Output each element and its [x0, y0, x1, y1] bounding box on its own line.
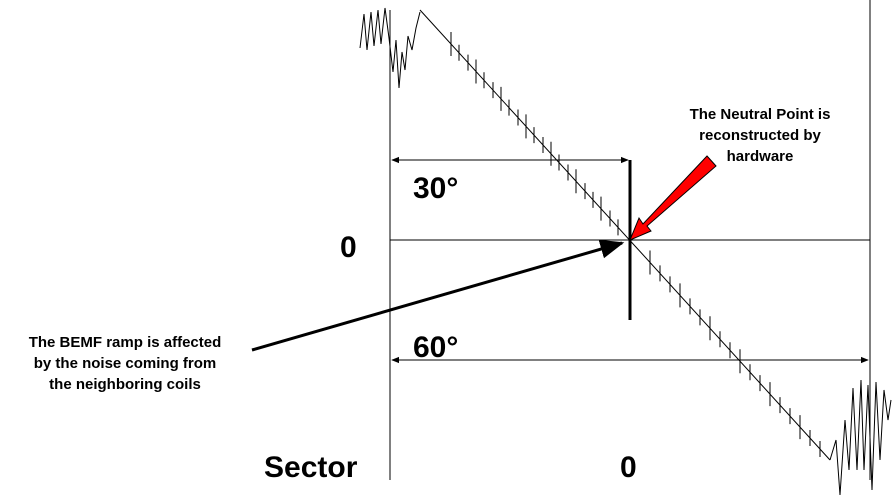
- angle-60-label: 60°: [413, 331, 458, 364]
- angle-30-label: 30°: [413, 172, 458, 205]
- bemf-noise-start: [359, 7, 421, 89]
- sector-label: Sector: [264, 451, 358, 484]
- bemf-callout-line-1: The BEMF ramp is affected: [29, 334, 222, 351]
- ramp-noise-ticks: [450, 32, 821, 458]
- sector-number: 0: [620, 451, 637, 484]
- neutral-point-callout-line-1: The Neutral Point is: [690, 106, 831, 123]
- bemf-callout-arrow: [251, 239, 625, 352]
- neutral-point-callout-line-3: hardware: [727, 148, 794, 165]
- zero-level-label: 0: [340, 231, 357, 264]
- bemf-noise-end: [829, 379, 892, 496]
- bemf-callout-line-2: by the noise coming from: [34, 355, 217, 372]
- neutral-point-callout-line-2: reconstructed by: [699, 127, 821, 144]
- neutral-point-arrow: [629, 155, 717, 241]
- bemf-ramp: [419, 9, 831, 461]
- bemf-callout-line-3: the neighboring coils: [49, 376, 201, 393]
